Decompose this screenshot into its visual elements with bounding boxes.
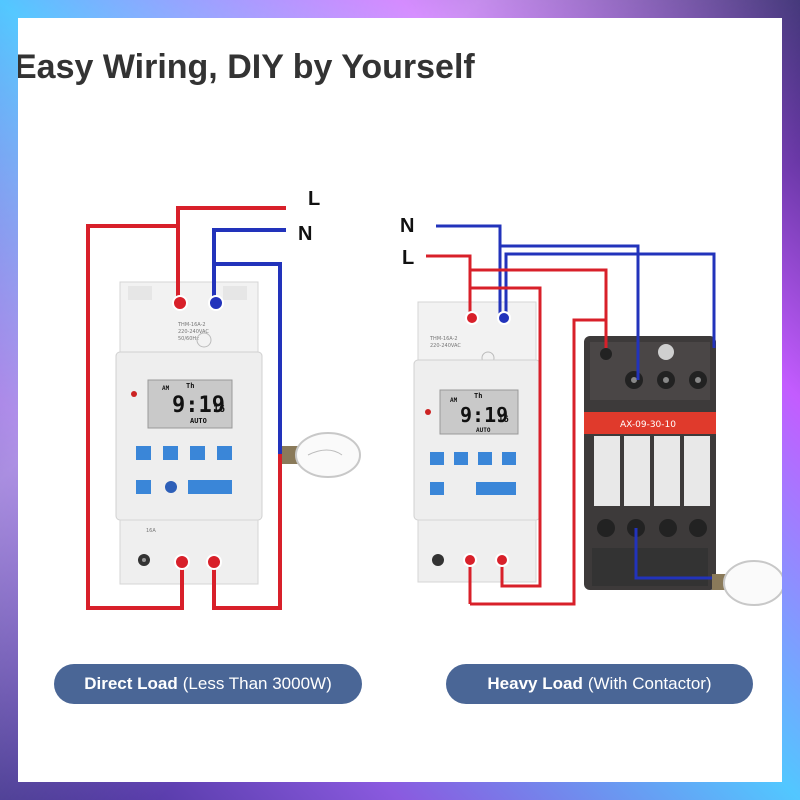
terminal-1-right [465,311,479,325]
terminal-2-left [208,295,224,311]
live-wire-right [426,254,608,606]
caption-direct-load-bold: Direct Load [84,674,178,693]
caption-heavy-load: Heavy Load (With Contactor) [446,664,753,704]
load-wire-left [212,454,282,610]
wiring-diagrams: THM-16A-2 220-240VAC 50/60Hz AM Th 9:19 … [86,188,782,610]
contactor: AX-09-30-10 [584,336,716,590]
caption-direct-load: Direct Load (Less Than 3000W) [54,664,362,704]
caption-direct-load-rest: (Less Than 3000W) [182,674,332,693]
heavy-load-diagram: THM-16A-2 220-240VAC AM Th 9:19 16 AUTO [400,215,782,606]
timer-switch-left: THM-16A-2 220-240VAC 50/60Hz AM Th 9:19 … [115,281,263,585]
svg-text:Th: Th [474,392,482,400]
svg-text:9:19: 9:19 [172,393,225,418]
live-wire-left [86,206,286,610]
contactor-model-label: AX-09-30-10 [620,420,676,430]
terminal-4-right [463,553,477,567]
terminal-3-left [206,554,222,570]
svg-text:16A: 16A [146,528,156,534]
wiring-panel: Easy Wiring, DIY by Yourself THM-16A-2 2… [18,18,782,782]
svg-text:9:19: 9:19 [460,403,508,427]
svg-text:AUTO: AUTO [476,427,491,434]
svg-text:AUTO: AUTO [190,417,207,425]
terminal-label-n-right: N [400,215,414,237]
page-title: Easy Wiring, DIY by Yourself [18,48,475,86]
svg-text:THM-16A-2: THM-16A-2 [177,322,206,328]
terminal-1-left [172,295,188,311]
svg-text:AM: AM [450,397,458,404]
svg-text:AM: AM [162,385,170,392]
terminal-2-right [497,311,511,325]
terminal-label-l-right: L [402,247,414,269]
caption-heavy-load-rest: (With Contactor) [587,674,712,693]
svg-text:16: 16 [213,404,225,415]
light-bulb-icon [282,432,361,478]
terminal-label-l-left: L [308,188,320,210]
terminal-3-right [495,553,509,567]
svg-text:220-240VAC: 220-240VAC [430,343,461,349]
caption-heavy-load-bold: Heavy Load [487,674,583,693]
terminal-label-n-left: N [298,223,312,245]
svg-text:50/60Hz: 50/60Hz [178,336,199,342]
light-bulb-icon [712,560,782,606]
timer-switch-right: THM-16A-2 220-240VAC AM Th 9:19 16 AUTO [413,301,541,583]
svg-text:16: 16 [498,415,509,425]
terminal-4-left [174,554,190,570]
direct-load-diagram: THM-16A-2 220-240VAC 50/60Hz AM Th 9:19 … [86,188,361,610]
svg-text:THM-16A-2: THM-16A-2 [429,336,458,342]
svg-text:Th: Th [186,382,194,390]
svg-text:220-240VAC: 220-240VAC [178,329,209,335]
